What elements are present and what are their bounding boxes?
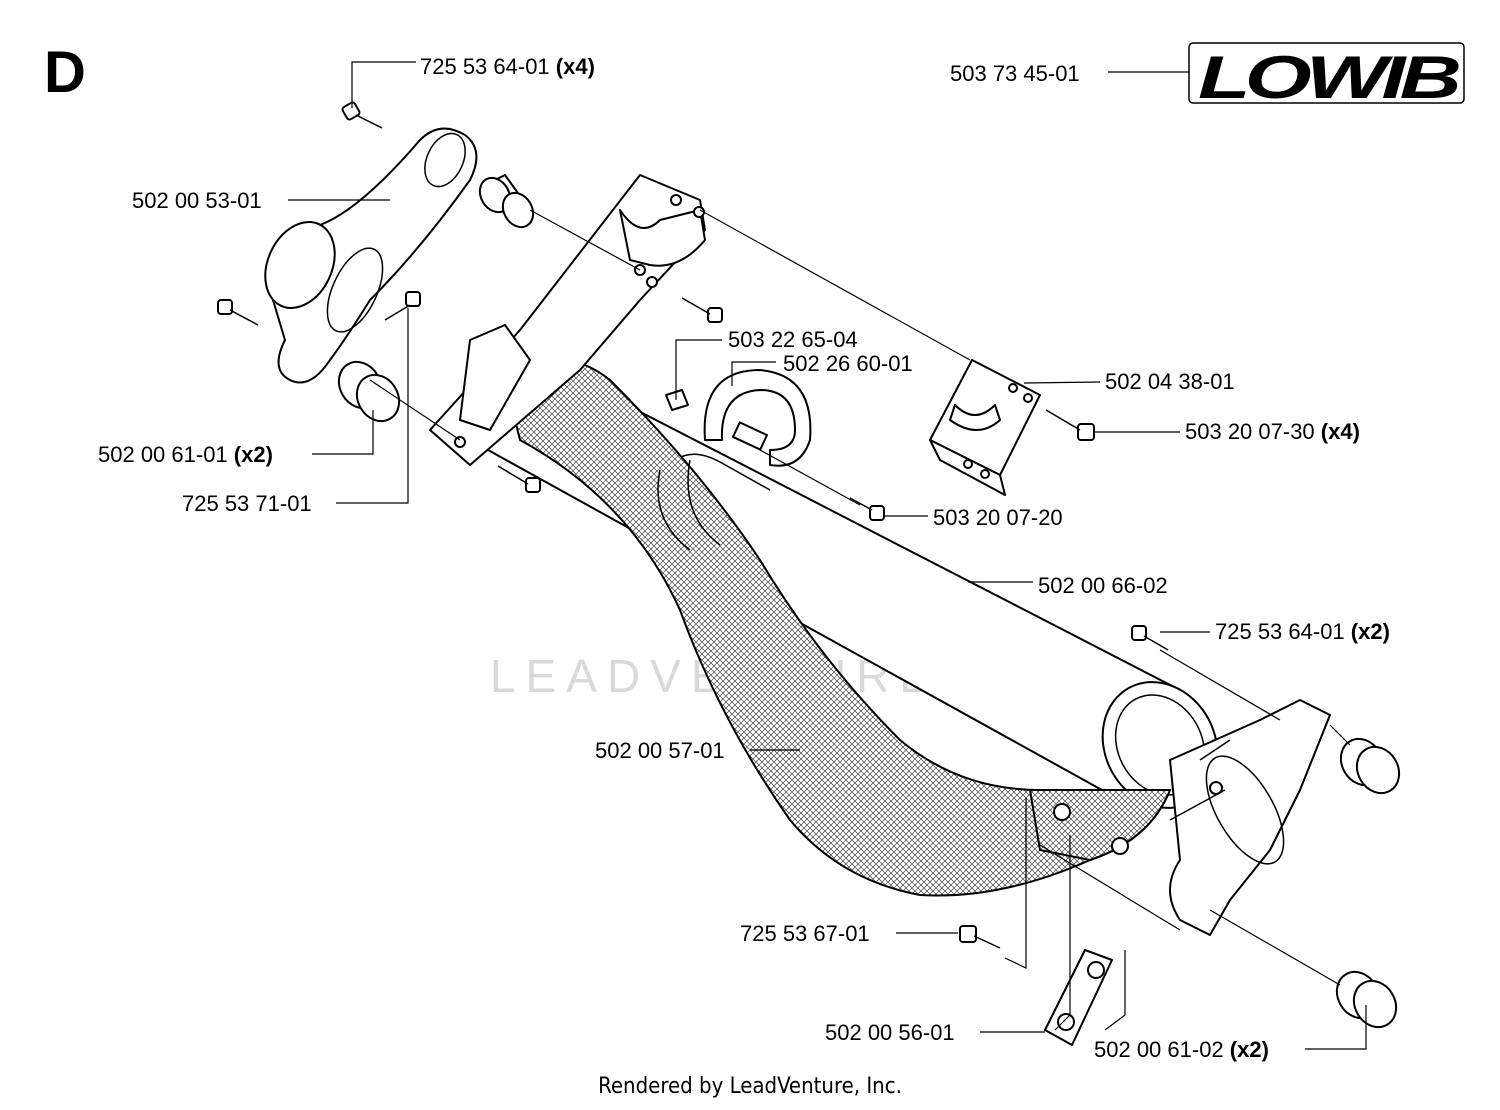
label-502-00-61-02-x2: 502 00 61-02 (x2) (1094, 1037, 1269, 1062)
label-503-20-07-30-x4: 503 20 07-30 (x4) (1185, 419, 1360, 444)
label-502-26-60-01: 502 26 60-01 (783, 351, 913, 376)
logo-text: LOWIB (1198, 44, 1460, 111)
screw-725-53-64-right (1131, 625, 1169, 651)
leader-lines (288, 61, 1367, 1050)
label-503-20-07-20: 503 20 07-20 (933, 505, 1063, 530)
screw-503-20-07-30 (1045, 409, 1095, 441)
screw-bracket-lower (497, 465, 541, 493)
label-502-00-66-02: 502 00 66-02 (1038, 573, 1168, 598)
bushing-top (478, 174, 535, 229)
handle-bracket-upper (429, 174, 706, 466)
section-letter: D (44, 40, 86, 105)
label-502-00-56-01: 502 00 56-01 (825, 1020, 955, 1045)
label-502-00-57-01: 502 00 57-01 (595, 738, 725, 763)
label-503-22-65-04: 503 22 65-04 (728, 327, 858, 352)
lower-bracket-housing (1169, 699, 1331, 936)
d-ring (703, 369, 812, 467)
clip-503-22-65 (665, 389, 689, 411)
plate-502-00-56 (1044, 949, 1113, 1046)
label-502-04-38-01: 502 04 38-01 (1105, 369, 1235, 394)
screw-bracket-mid (681, 297, 723, 323)
bushing-right-upper (1339, 737, 1401, 795)
label-503-73-45-01: 503 73 45-01 (950, 61, 1080, 86)
handle-link (264, 127, 478, 384)
label-502-00-61-01-x2: 502 00 61-01 (x2) (98, 442, 273, 467)
part-labels: 725 53 64-01 (x4) 503 73 45-01 502 00 53… (98, 54, 1390, 1062)
screw-left-a (217, 299, 259, 326)
screw-725-53-67 (959, 925, 1001, 949)
label-725-53-64-01-x2: 725 53 64-01 (x2) (1215, 619, 1390, 644)
bushing-right-lower (1335, 970, 1398, 1029)
label-725-53-67-01: 725 53 67-01 (740, 921, 870, 946)
label-725-53-64-01-x4: 725 53 64-01 (x4) (420, 54, 595, 79)
screw-503-20-07-20 (849, 497, 885, 521)
label-502-00-53-01: 502 00 53-01 (132, 188, 262, 213)
screw-725-53-64-top (341, 101, 383, 129)
footer-credit: Rendered by LeadVenture, Inc. (598, 1074, 902, 1099)
label-725-53-71-01: 725 53 71-01 (182, 491, 312, 516)
clamp-502-04-38 (929, 359, 1041, 496)
screw-725-53-71 (384, 291, 421, 321)
harness-strap (503, 359, 1172, 897)
logo-decal: LOWIB (1188, 42, 1465, 111)
bushing-left-lower (337, 360, 401, 423)
